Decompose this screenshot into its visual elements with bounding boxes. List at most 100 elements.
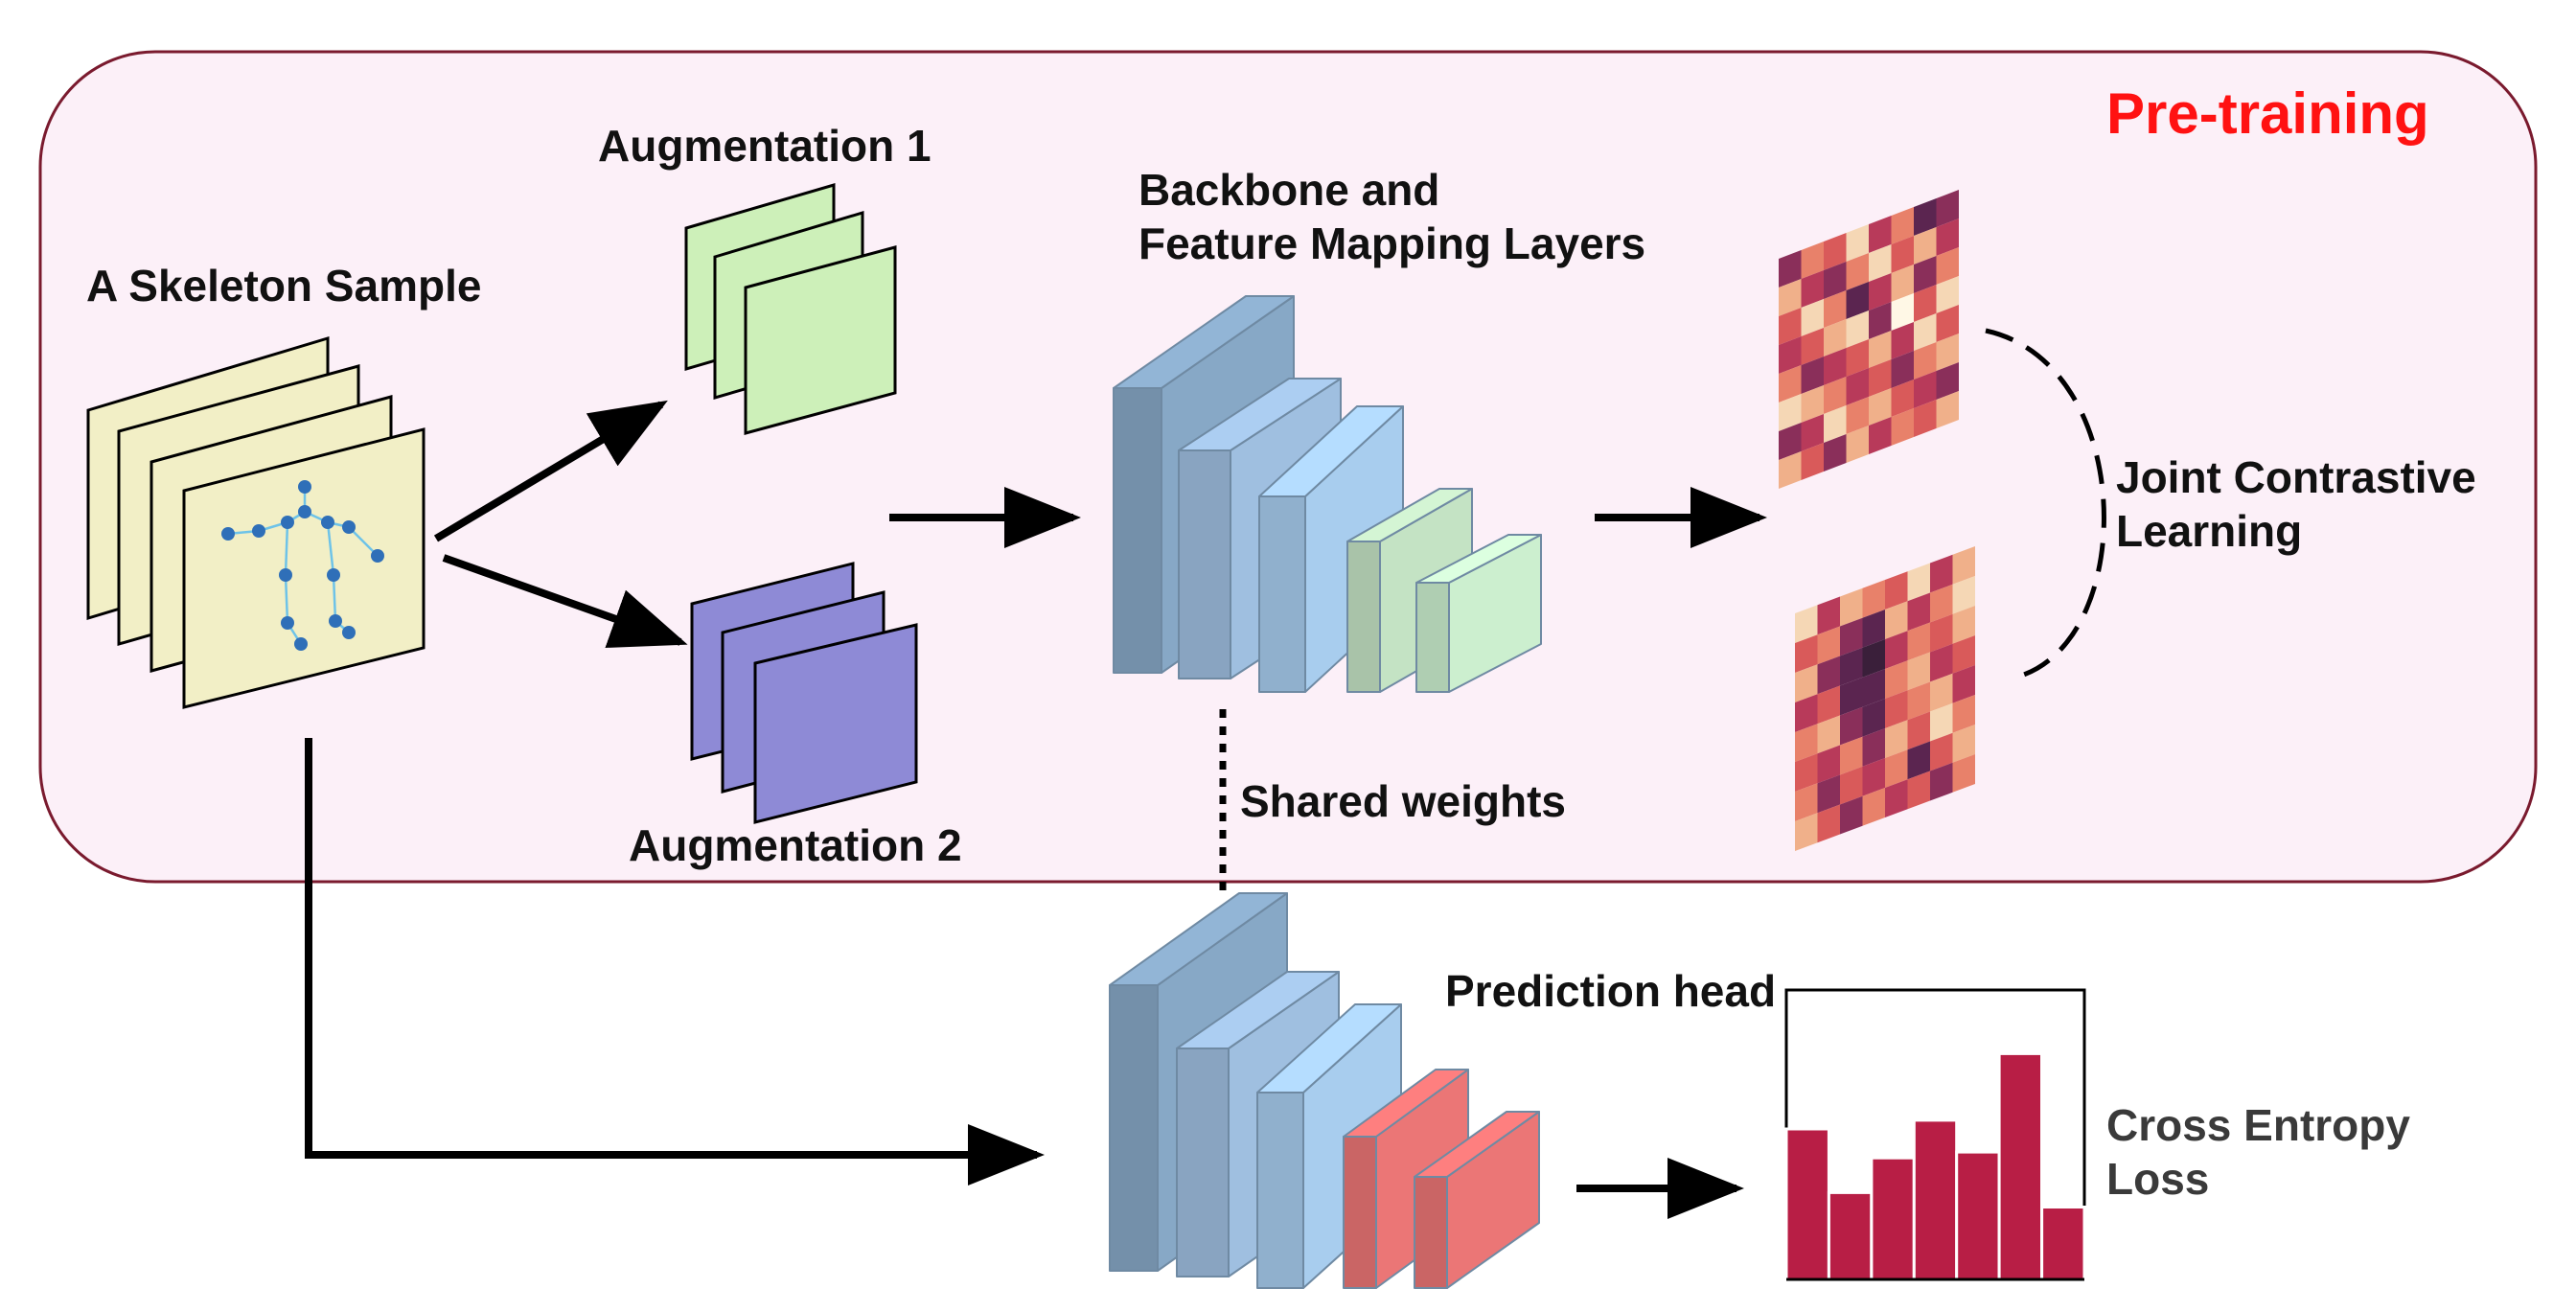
heatmap-cell bbox=[1817, 774, 1840, 814]
skeleton-joints bbox=[221, 480, 384, 651]
backbone-label-line2: Feature Mapping Layers bbox=[1138, 219, 1646, 268]
layer-block-front-face bbox=[1176, 1047, 1230, 1277]
heatmap-cell bbox=[1869, 273, 1892, 311]
heatmap-cell bbox=[1891, 236, 1914, 273]
heatmap-cell bbox=[1824, 319, 1847, 357]
class-probability-histogram bbox=[1784, 988, 2086, 1281]
layer-block-front-face bbox=[1109, 984, 1159, 1272]
heatmap-cell bbox=[1885, 690, 1908, 728]
heatmap-cell bbox=[1817, 804, 1840, 843]
heatmap-cell bbox=[1801, 270, 1824, 308]
heatmap-cell bbox=[1891, 351, 1914, 388]
skeleton-figure bbox=[221, 480, 384, 651]
heatmap-cell bbox=[1907, 622, 1930, 661]
heatmap-cell bbox=[1936, 219, 1959, 256]
heatmap-cell bbox=[1952, 725, 1975, 763]
heatmap-cell bbox=[1840, 706, 1863, 746]
heatmap-cell bbox=[1930, 702, 1953, 742]
shared-weights-label: Shared weights bbox=[1240, 776, 1566, 826]
heatmap-cell bbox=[1914, 198, 1937, 236]
heatmap-cell bbox=[1840, 677, 1863, 716]
heatmap-cell bbox=[1930, 613, 1953, 653]
histogram-bar bbox=[1955, 1150, 2001, 1281]
prediction-head-label: Prediction head bbox=[1445, 966, 1777, 1016]
heatmap-cell bbox=[1846, 426, 1869, 463]
contrastive-dashed-arc bbox=[1985, 328, 2106, 681]
prediction-head-blocks bbox=[1109, 892, 1540, 1289]
heatmap-cell bbox=[1817, 715, 1840, 754]
heatmap-cell bbox=[1779, 308, 1802, 345]
layer-block-front-face bbox=[1178, 449, 1231, 679]
heatmap-cell bbox=[1952, 635, 1975, 674]
pretraining-title: Pre-training bbox=[2106, 81, 2429, 146]
heatmap-cell bbox=[1930, 584, 1953, 623]
heatmap-cell bbox=[1936, 362, 1959, 400]
heatmap-cell bbox=[1914, 342, 1937, 380]
histogram-bars bbox=[1784, 1051, 2086, 1281]
heatmap-cell bbox=[1862, 758, 1885, 796]
layer-block-front-face bbox=[1415, 582, 1450, 693]
heatmap-cell bbox=[1779, 423, 1802, 460]
layer-block-front-face bbox=[1258, 495, 1306, 693]
heatmap-cell bbox=[1885, 571, 1908, 610]
layer-block bbox=[1414, 1111, 1540, 1289]
heatmap-cell bbox=[1907, 563, 1930, 602]
skeleton-frame-stack bbox=[86, 335, 426, 709]
heatmap-cell bbox=[1952, 576, 1975, 614]
augmentation-2-label: Augmentation 2 bbox=[629, 820, 962, 870]
heatmap-cell bbox=[1907, 741, 1930, 780]
heatmap-cell bbox=[1885, 601, 1908, 639]
heatmap-cell bbox=[1885, 749, 1908, 788]
heatmap-cell bbox=[1779, 336, 1802, 374]
heatmap-cell bbox=[1817, 596, 1840, 635]
heatmap-cell bbox=[1801, 414, 1824, 451]
heatmap-cell bbox=[1930, 643, 1953, 682]
augmentation-frame bbox=[744, 245, 897, 435]
cross-entropy-label-line2: Loss bbox=[2106, 1154, 2210, 1204]
heatmap-cell bbox=[1869, 244, 1892, 282]
heatmap-cell bbox=[1907, 652, 1930, 691]
heatmap-cell bbox=[1862, 728, 1885, 767]
layer-block-front-face bbox=[1414, 1176, 1448, 1289]
heatmap-cell bbox=[1914, 371, 1937, 408]
heatmap-cell bbox=[1824, 262, 1847, 299]
heatmap-cell bbox=[1846, 397, 1869, 434]
heatmap-cell bbox=[1824, 348, 1847, 385]
heatmap-cell bbox=[1952, 665, 1975, 703]
heatmap-cell bbox=[1824, 377, 1847, 414]
heatmap-cell bbox=[1817, 656, 1840, 695]
heatmap-cell bbox=[1846, 311, 1869, 348]
heatmap-cell bbox=[1862, 610, 1885, 648]
heatmap-cell bbox=[1952, 606, 1975, 644]
heatmap-cell bbox=[1840, 736, 1863, 775]
heatmap-cell bbox=[1869, 302, 1892, 339]
feature-heatmap-top bbox=[1779, 190, 1959, 489]
heatmap-cell bbox=[1914, 285, 1937, 322]
histogram-bar bbox=[1912, 1118, 1959, 1281]
heatmap-cell bbox=[1795, 724, 1818, 762]
heatmap-cell bbox=[1930, 673, 1953, 712]
heatmap-cell bbox=[1914, 400, 1937, 437]
heatmap-cell bbox=[1936, 391, 1959, 428]
heatmap-cell bbox=[1840, 647, 1863, 686]
heatmap-cell bbox=[1801, 299, 1824, 336]
heatmap-cell bbox=[1869, 216, 1892, 253]
heatmap-cell bbox=[1862, 788, 1885, 826]
heatmap-cell bbox=[1914, 256, 1937, 293]
heatmap-cell bbox=[1952, 546, 1975, 585]
heatmap-cell bbox=[1869, 388, 1892, 426]
layer-block-front-face bbox=[1346, 541, 1381, 693]
heatmap-cell bbox=[1891, 322, 1914, 359]
heatmap-cell bbox=[1795, 783, 1818, 821]
heatmap-cell bbox=[1952, 695, 1975, 733]
heatmap-cell bbox=[1801, 357, 1824, 394]
layer-block-front-face bbox=[1256, 1092, 1304, 1289]
heatmap-cell bbox=[1936, 276, 1959, 313]
augmentation-1-label: Augmentation 1 bbox=[598, 121, 932, 171]
heatmap-cell bbox=[1779, 250, 1802, 288]
heatmap-cell bbox=[1891, 293, 1914, 331]
histogram-bar bbox=[2040, 1206, 2086, 1281]
skeleton-frame bbox=[182, 427, 426, 709]
heatmap-cell bbox=[1936, 247, 1959, 285]
